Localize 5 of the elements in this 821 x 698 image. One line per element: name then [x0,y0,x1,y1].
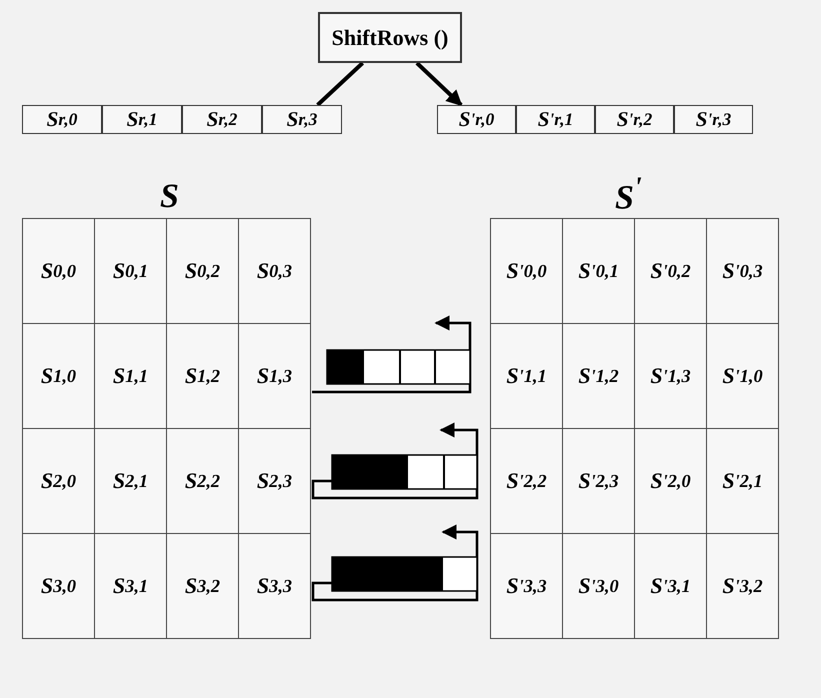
arrow [416,62,463,106]
function-box: ShiftRows () [318,12,462,63]
connector-line [316,62,364,106]
matrix-title: S$^{'}$ [615,172,642,218]
matrix-title: S [160,178,179,216]
